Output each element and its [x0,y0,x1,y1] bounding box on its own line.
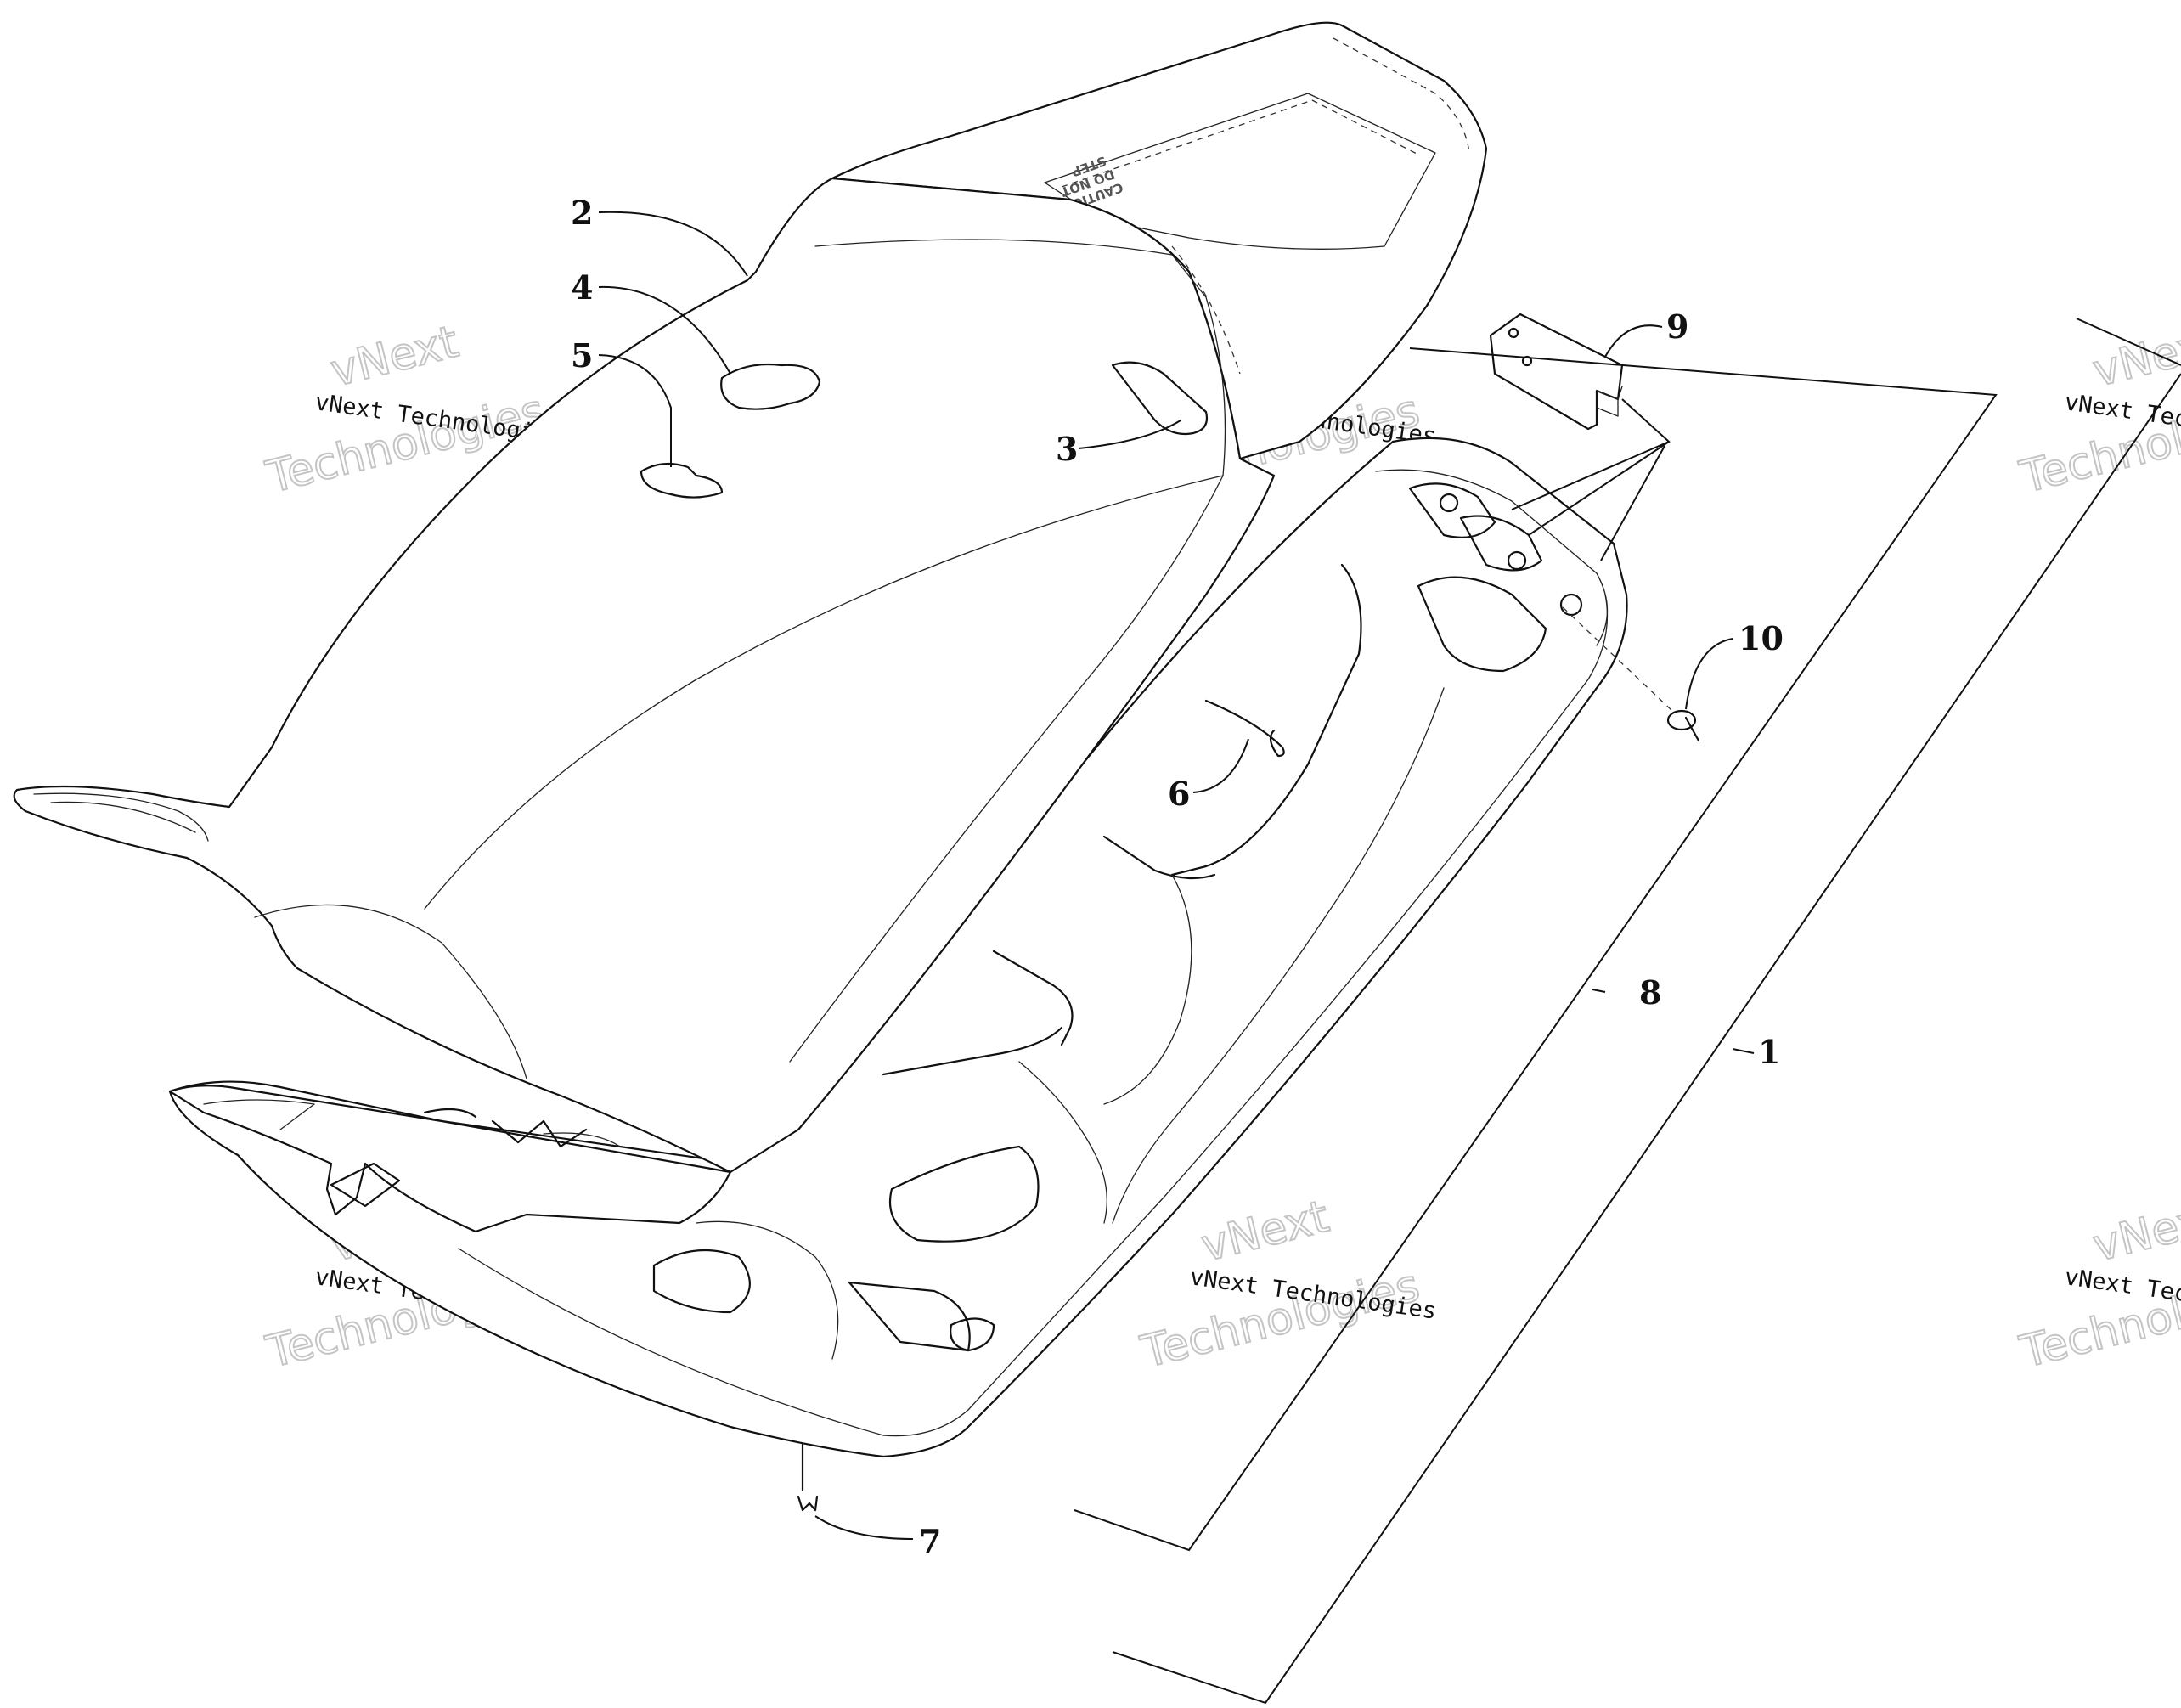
front-grab-tab [330,1162,401,1208]
push-rivet-shape [1562,606,1700,742]
callout-6: 6 [1168,775,1190,813]
cushion-lower-seam [254,904,527,1079]
callout-3: 3 [1056,430,1078,468]
leader-3 [1078,420,1181,449]
base-cutout-d [950,1317,995,1352]
foam-patch-right-shape [1111,361,1209,436]
callout-7: 7 [919,1522,941,1560]
bracket-8 [1074,347,1998,1552]
wire-clip-shape [1204,699,1285,758]
callout-1: 1 [1758,1033,1780,1071]
seat-base-rear-hump [1375,469,1609,646]
front-grab-groove [203,1099,315,1130]
logo-emboss-2 [543,1132,621,1147]
callout-10: 10 [1739,619,1784,657]
watermark-brand: vNext [326,317,464,397]
watermark-bottom-center: vNext Technologies vNext Technologies [1136,1191,1438,1379]
front-nose-inner [33,792,209,842]
callout-8: 8 [1639,973,1661,1012]
seat-top: CAUTION DO NOT STEP [13,21,1488,1174]
callout-9: 9 [1666,307,1688,346]
mount-hole-a [1439,493,1459,513]
leader-5 [598,354,672,467]
leader-1 [1732,1048,1755,1054]
callout-4: 4 [571,268,593,307]
rear-pad-stitch-2 [1333,37,1470,154]
leader-7 [814,1515,914,1540]
rear-pad-stitch-1 [1061,99,1419,188]
callout-2: 2 [571,194,593,232]
front-grab-outline [168,1085,732,1233]
rear-latch-recess [1417,576,1547,673]
mount-hole-b [1507,550,1527,571]
bracket-1 [1112,318,2181,1705]
watermark-brand: vNext [2088,1192,2181,1272]
side-contour [1112,687,1445,1224]
front-nose-inner-2 [50,801,196,833]
mid-contour-1 [1018,1061,1107,1224]
rear-pad-stitch-3 [1171,245,1241,375]
cushion-bolster-seam [424,475,1224,910]
foam-patch-lower-shape [640,462,724,499]
seat-base-rim [458,594,1609,1437]
rear-handle-slot [1408,482,1496,538]
front-contour [696,1220,839,1360]
leader-8 [1592,989,1606,993]
base-cutout-c [652,1249,751,1314]
mid-contour-2 [1103,874,1192,1105]
left-rail-upper [1170,563,1362,877]
left-rail-step-1 [1102,835,1216,880]
left-rail-step-2 [992,950,1074,1046]
watermark-bottom-right: vNext Technologies vNext Technologies [2015,1191,2181,1379]
rear-pad-panel [1044,93,1436,250]
latch-leaders [1511,398,1671,536]
staple-shape [797,1442,819,1512]
cushion-side-seam [789,239,1226,1063]
foam-patch-upper-shape [720,363,821,410]
base-cutout-a [888,1145,1040,1243]
watermark-brand: vNext [1197,1192,1334,1272]
leader-6 [1192,738,1249,793]
main-cushion [13,177,1276,1174]
left-rail-step-3 [882,1026,1063,1076]
latch-plate-shape [1489,313,1624,431]
front-grab [168,1085,732,1233]
rear-bracket-mount [1459,515,1543,572]
leader-4 [598,285,731,375]
leader-9 [1604,324,1663,358]
logo-emboss [423,1108,588,1148]
watermark-brand: vNext [2088,317,2181,397]
callout-5: 5 [571,336,593,375]
leader-2 [598,211,748,277]
foam-patches [640,361,1209,499]
leader-10 [1685,638,1733,710]
